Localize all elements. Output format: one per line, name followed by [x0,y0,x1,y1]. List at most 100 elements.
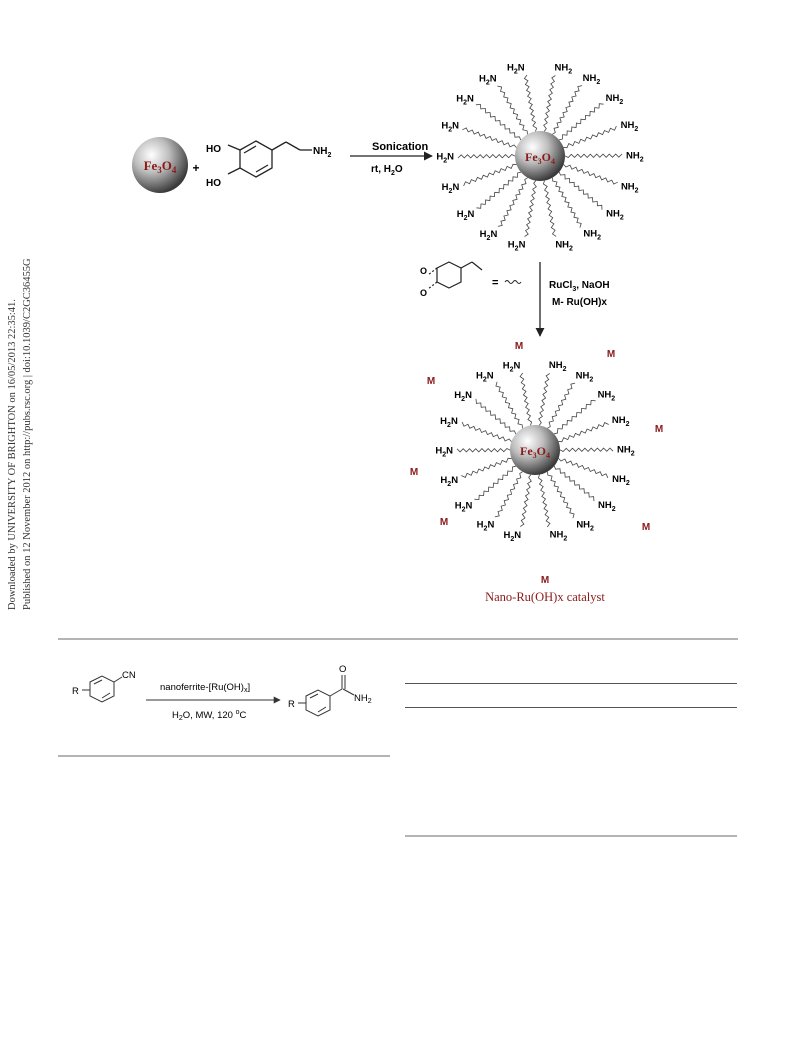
amine-group: H2N [477,520,495,533]
alkyl-chain [558,422,609,443]
svg-text:Fe3O4: Fe3O4 [520,444,550,460]
alkyl-chain [462,127,517,148]
functionalized-core: Fe3O4 [515,131,565,181]
amine-group: H2N [456,93,474,106]
amine-group: H2N [479,73,497,86]
amine-group: H2N [480,229,498,242]
alkyl-chain [456,448,511,453]
ruthenium-sites: M M M M M M M M [410,341,663,586]
alkyl-chain [457,154,516,159]
step2-metal-source: M- Ru(OH)x [552,297,607,308]
carbonyl-oxygen: O [339,664,346,675]
alkyl-chain [497,85,528,135]
metal-site: M [410,467,418,478]
download-notice: Downloaded by UNIVERSITY OF BRIGHTON on … [7,299,18,610]
alkyl-chain [547,471,575,519]
amine-group: H2N [457,209,475,222]
scheme2-bottom-rule [58,755,390,757]
amine-group: H2N [508,240,526,253]
amine-group: NH2 [549,360,567,373]
amine-group: NH2 [598,500,616,513]
metal-site: M [655,424,663,435]
table-rule-header [405,707,737,708]
linker-oxygen-bottom: O [420,288,427,298]
metal-site: M [541,575,549,586]
amine-group: H2N [503,530,521,543]
alkyl-chain [537,474,551,528]
catalyst-reagent: nanoferrite-[Ru(OH)x] [160,682,250,694]
amine-group: NH2 [583,73,601,86]
amine-group: NH2 [626,151,644,164]
substituent-r: R [72,686,79,697]
amine-functionalized-nanoparticle: NH2NH2NH2NH2NH2NH2NH2NH2NH2H2NH2NH2NH2NH… [436,62,643,252]
amine-group: H2N [476,371,494,384]
alkyl-chain [558,458,609,479]
dopamine-amine-label: NH2 [313,146,331,159]
amine-group: NH2 [576,370,594,383]
amine-group: H2N [507,62,525,75]
amine-group: NH2 [598,389,616,402]
nitrile-group: CN [122,670,136,681]
amine-group: H2N [436,151,454,164]
amine-group: H2N [441,121,459,134]
reaction-conditions: H2O, MW, 120 oC [172,709,246,722]
alkyl-chain [495,381,523,429]
step2-reagent: RuCl3, NaOH [549,280,610,293]
hydroxyl-label-top: HO [206,144,221,155]
amine-group: NH2 [550,530,568,543]
dopamine-structure [227,140,312,178]
hydroxyl-label-bottom: HO [206,178,221,189]
amine-group: NH2 [621,181,639,194]
alkyl-chain [547,382,576,429]
amine-group: NH2 [555,240,573,253]
section-divider [58,638,738,640]
metal-site: M [427,376,435,387]
svg-text:Fe3O4: Fe3O4 [525,150,555,166]
amine-group: H2N [455,501,473,514]
alkyl-chain [553,465,595,502]
alkyl-chain [542,180,557,237]
amine-group: H2N [442,182,460,195]
amine-group: H2N [440,475,458,488]
metal-site: M [607,349,615,360]
amine-group: H2N [435,445,453,458]
alkyl-chain [519,474,532,527]
alkyl-chain [543,75,556,132]
alkyl-chain [476,171,521,209]
alkyl-chain [524,180,537,237]
amine-group: NH2 [621,120,639,133]
alkyl-chain [497,177,528,227]
catalyst-label: Nano-Ru(OH)x catalyst [485,590,605,604]
amide-group: NH2 [354,693,372,705]
publication-notice: Published on 12 November 2012 on http://… [22,258,33,610]
table-bottom-rule [405,835,737,837]
alkyl-chain [564,153,623,158]
alkyl-chain [474,465,516,501]
step1-reagent: Sonication [372,141,429,153]
alkyl-chain [475,103,522,141]
catalyst-core: Fe3O4 [510,425,560,475]
amine-group: H2N [454,390,472,403]
nitrile-hydration-scheme: R CN nanoferrite-[Ru(OH)x] H2O, MW, 120 … [72,664,372,722]
amine-group: H2N [503,360,521,373]
metal-site: M [515,341,523,352]
linker-equals: = [492,277,498,289]
metal-site: M [440,517,448,528]
step1-conditions: rt, H2O [371,164,403,177]
alkyl-chain [563,164,618,185]
ru-coordinated-nanoparticle: NH2NH2NH2NH2NH2NH2NH2NH2NH2H2NH2NH2NH2NH… [435,360,634,543]
linker-oxygen-top: O [420,266,427,276]
amine-group: NH2 [612,474,630,487]
amine-group: H2N [440,416,458,429]
alkyl-chain [559,447,614,452]
metal-site: M [642,522,650,533]
alkyl-chain [523,74,538,132]
benzonitrile-structure [82,675,123,703]
amine-group: NH2 [606,209,624,222]
plus-sign: + [192,161,199,175]
alkyl-chain [558,171,603,210]
alkyl-chain [463,163,517,187]
amine-group: NH2 [576,519,594,532]
alkyl-chain [559,103,604,141]
product-substituent-r: R [288,699,295,710]
